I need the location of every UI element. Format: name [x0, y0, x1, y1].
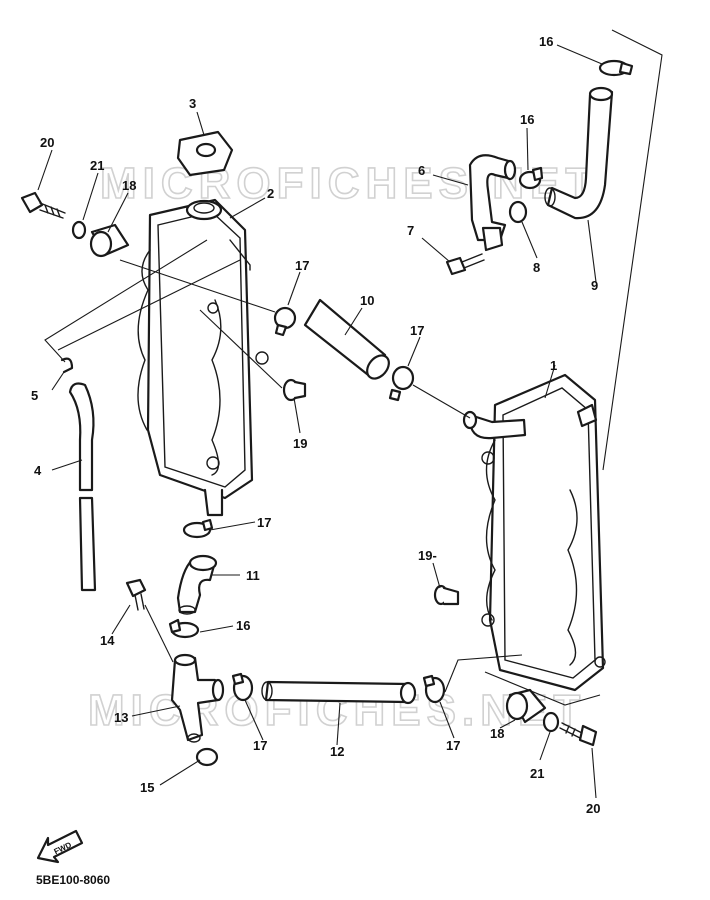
hose-11 [176, 554, 218, 615]
callout-19-left: 19 [293, 436, 307, 451]
callout-1: 1 [550, 358, 557, 373]
leader-lines [37, 29, 663, 799]
washers-collars [60, 200, 560, 767]
callout-15: 15 [140, 780, 154, 795]
left-radiator [137, 198, 269, 517]
callout-21-bottom: 21 [530, 766, 544, 781]
fitting-7 [481, 226, 504, 252]
callout-18-bottom: 18 [490, 726, 504, 741]
callout-20-top: 20 [40, 135, 54, 150]
callout-17-e: 17 [446, 738, 460, 753]
radiator-cap [176, 130, 234, 177]
callout-14: 14 [100, 633, 115, 648]
callout-17-d: 17 [253, 738, 267, 753]
hose-12 [261, 680, 417, 705]
callout-5: 5 [31, 388, 38, 403]
callout-labels: 3 2 20 21 18 5 4 17 10 17 1 19 17 11 16 … [31, 34, 600, 816]
callout-11: 11 [246, 568, 260, 583]
callout-2: 2 [267, 186, 274, 201]
callout-16-b: 16 [520, 112, 534, 127]
callout-20-bottom: 20 [586, 801, 600, 816]
callout-18-top: 18 [122, 178, 136, 193]
callout-12: 12 [330, 744, 344, 759]
callout-17-a: 17 [295, 258, 309, 273]
callout-9: 9 [591, 278, 598, 293]
clamps [168, 59, 634, 704]
right-radiator [462, 373, 606, 692]
hose-6 [468, 154, 517, 242]
callout-13: 13 [114, 710, 128, 725]
callout-16-c: 16 [236, 618, 250, 633]
hose-4 [68, 382, 97, 592]
callout-17-c: 17 [257, 515, 271, 530]
hose-9 [544, 86, 614, 220]
callout-17-b: 17 [410, 323, 424, 338]
callout-10: 10 [360, 293, 374, 308]
callout-21-top: 21 [90, 158, 104, 173]
callout-19-right: 19- [418, 548, 437, 563]
callout-3: 3 [189, 96, 196, 111]
hose-10 [303, 298, 390, 380]
callout-4: 4 [34, 463, 42, 478]
bolts [20, 191, 598, 747]
callout-6: 6 [418, 163, 425, 178]
callout-8: 8 [533, 260, 540, 275]
fwd-arrow-icon: FWD [36, 829, 84, 864]
diagram-part-number: 5BE100-8060 [36, 873, 111, 887]
callout-7: 7 [407, 223, 414, 238]
callout-16-a: 16 [539, 34, 553, 49]
